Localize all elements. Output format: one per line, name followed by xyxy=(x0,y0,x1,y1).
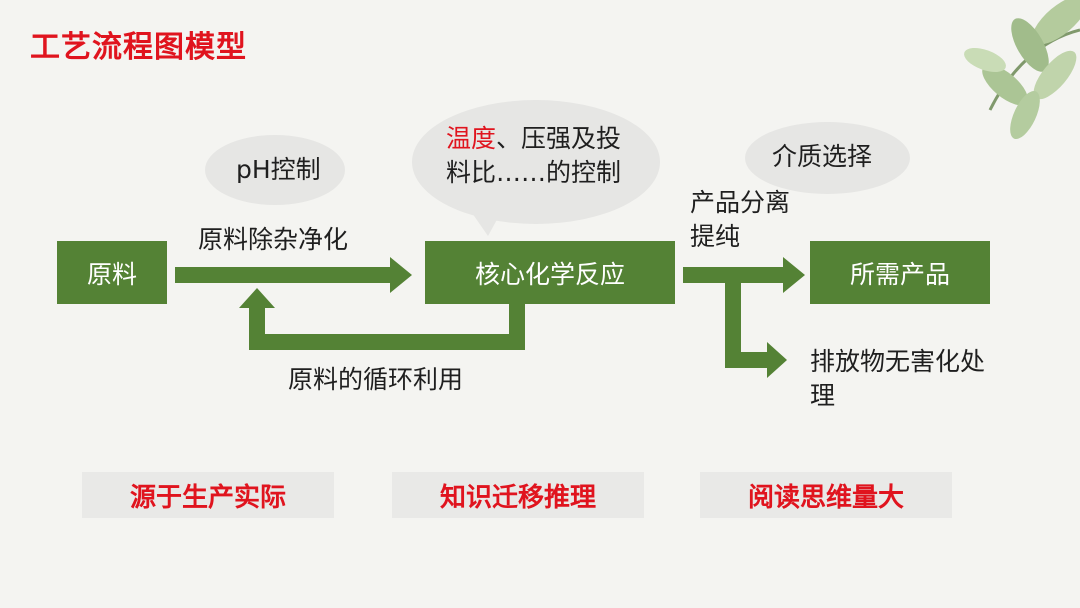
conditions-highlight: 温度 xyxy=(446,124,497,153)
conditions-rest: 、压强及投料比……的控制 xyxy=(446,124,622,187)
product-box: 所需产品 xyxy=(810,241,990,304)
medium-bubble xyxy=(745,122,910,194)
tag-knowledge-transfer: 知识迁移推理 xyxy=(392,472,644,518)
tag-production-practice: 源于生产实际 xyxy=(82,472,334,518)
waste-treatment-label: 排放物无害化处理 xyxy=(810,347,986,410)
ph-control-label: pH控制 xyxy=(236,155,321,184)
recycle-label: 原料的循环利用 xyxy=(288,365,464,394)
separate-label: 产品分离提纯 xyxy=(690,188,791,251)
page-title: 工艺流程图模型 xyxy=(30,30,247,65)
raw-material-box: 原料 xyxy=(57,241,167,304)
medium-selection-label: 介质选择 xyxy=(772,142,873,171)
core-reaction-box: 核心化学反应 xyxy=(425,241,675,304)
purify-label: 原料除杂净化 xyxy=(198,225,349,254)
conditions-control-label: 温度、压强及投料比……的控制 xyxy=(446,122,646,190)
ph-bubble xyxy=(205,135,345,205)
tag-heavy-reading: 阅读思维量大 xyxy=(700,472,952,518)
